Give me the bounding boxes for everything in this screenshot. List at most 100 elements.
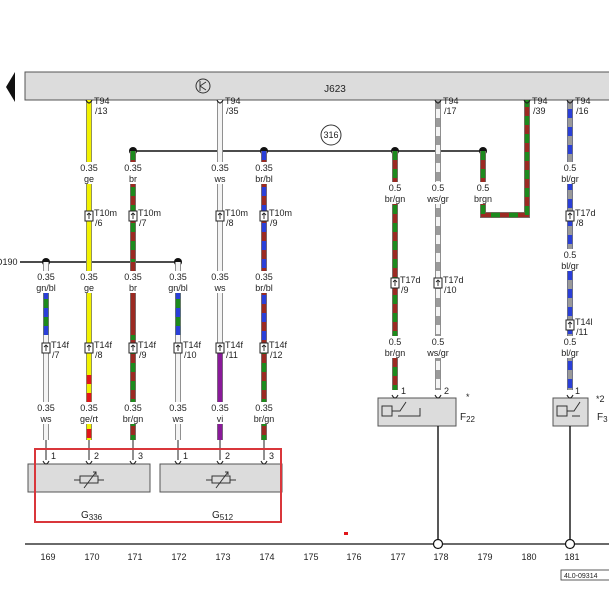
wire-color: gn/bl	[168, 283, 188, 293]
doc-ref-box	[560, 569, 609, 581]
wire-gauge: 0.35	[124, 272, 142, 282]
external-ref-label: D190	[0, 257, 18, 267]
connector-t10m-9: T10m/9	[259, 208, 292, 228]
wire-gauge: 0.5	[564, 337, 577, 347]
sensor-g512: G512	[159, 463, 283, 522]
connector-code: T17d	[443, 275, 464, 285]
sensor-g336: G336	[27, 463, 151, 522]
wire-color: br/gn	[385, 194, 406, 204]
switch-f3: F3 *2	[552, 394, 608, 427]
wire-gauge: 0.5	[564, 163, 577, 173]
wire-gauge: 0.5	[564, 250, 577, 260]
grid-number: 173	[215, 552, 230, 562]
sensor-terminal	[216, 460, 224, 465]
connector-pin: /9	[270, 218, 278, 228]
sensor-terminal	[42, 460, 50, 465]
wire-label-w-brgn-lower: 0.5br/gn	[379, 336, 411, 358]
wire-gauge: 0.35	[255, 272, 273, 282]
connector-pin: /6	[95, 218, 103, 228]
connector-code: T14f	[94, 340, 113, 350]
switch-f22: F22 * 1 2	[377, 386, 476, 427]
connector-pin: /11	[576, 327, 588, 337]
connector-t17d-8: T17d/8	[565, 208, 596, 228]
control-unit-label: J623	[324, 84, 346, 95]
connector-pin: /10	[184, 350, 197, 360]
connector-pin: /35	[226, 106, 239, 116]
wire-color: br/bl	[255, 283, 273, 293]
potentiometer-icon	[74, 471, 104, 489]
wire-gauge: 0.5	[432, 183, 445, 193]
wire-gauge: 0.35	[124, 163, 142, 173]
page-back-arrow-icon[interactable]	[6, 72, 15, 102]
connector-code: T10m	[269, 208, 292, 218]
wire-color: ws	[172, 414, 184, 424]
ground-terminal	[564, 538, 576, 550]
grid-number: 180	[521, 552, 536, 562]
g512-label: G512	[212, 510, 234, 522]
connector-t10m-8: T10m/8	[215, 208, 248, 228]
connector-code: T14f	[183, 340, 202, 350]
connector-pin: /8	[95, 350, 103, 360]
connector-pin: /7	[139, 218, 147, 228]
connector-code: T94	[532, 96, 548, 106]
wire-gauge: 0.35	[80, 163, 98, 173]
connector-t94-35: T94/35	[216, 96, 241, 116]
wire-label-w-brgn-upper: 0.5br/gn	[379, 182, 411, 204]
wire-color: ws/gr	[426, 194, 449, 204]
sensor-pin-number: 2	[94, 451, 99, 461]
connector-code: T14f	[51, 340, 70, 350]
wire-bridge-stripe	[480, 100, 530, 218]
wire-color: ge/rt	[80, 414, 99, 424]
connector-code: T94	[94, 96, 110, 106]
sensor-terminal	[129, 460, 137, 465]
red-marker	[344, 532, 348, 535]
grid-number: 170	[84, 552, 99, 562]
grid-number: 178	[433, 552, 448, 562]
sensor-pin-number: 3	[138, 451, 143, 461]
sensor-pin-number: 1	[51, 451, 56, 461]
switch-terminal	[566, 394, 574, 399]
connector-code: T14l	[575, 317, 593, 327]
wire-color: ge	[84, 174, 94, 184]
connector-t94-16: T94/16	[566, 96, 591, 116]
wire-gauge: 0.5	[432, 337, 445, 347]
connector-t14l-11: T14l/11	[565, 317, 593, 337]
wire-color: gn/bl	[36, 283, 56, 293]
splice-label: 316	[323, 130, 338, 140]
g336-label: G336	[81, 510, 103, 522]
wire-label-w-wsgr-lower: 0.5ws/gr	[422, 336, 454, 358]
footnote-mark: *2	[596, 394, 605, 404]
connector-code: T14f	[225, 340, 244, 350]
wire-gauge: 0.35	[37, 403, 55, 413]
switch-terminal	[434, 394, 442, 399]
connectors-layer: T94/13T94/35T94/17T94/39T94/16T10m/6T10m…	[41, 96, 596, 360]
connector-code: T10m	[138, 208, 161, 218]
wire-color: brgn	[474, 194, 492, 204]
grid-number: 175	[303, 552, 318, 562]
connector-pin: /39	[533, 106, 546, 116]
wire-gauge: 0.35	[211, 403, 229, 413]
wire-gauge: 0.35	[169, 272, 187, 282]
wire-gauge: 0.35	[80, 403, 98, 413]
wire-color: br/gn	[123, 414, 144, 424]
connector-pin: /16	[576, 106, 589, 116]
wire-color: br	[129, 283, 137, 293]
wire-labels-layer: 0.35ge0.35br0.35ws0.35br/bl0.5br/gn0.5ws…	[30, 162, 586, 424]
connector-code: T14f	[269, 340, 288, 350]
wire-gauge: 0.35	[169, 403, 187, 413]
highlight-frame	[34, 448, 282, 523]
switch-terminal	[391, 394, 399, 399]
wire-gauge: 0.35	[211, 163, 229, 173]
sensor-pin-number: 3	[269, 451, 274, 461]
